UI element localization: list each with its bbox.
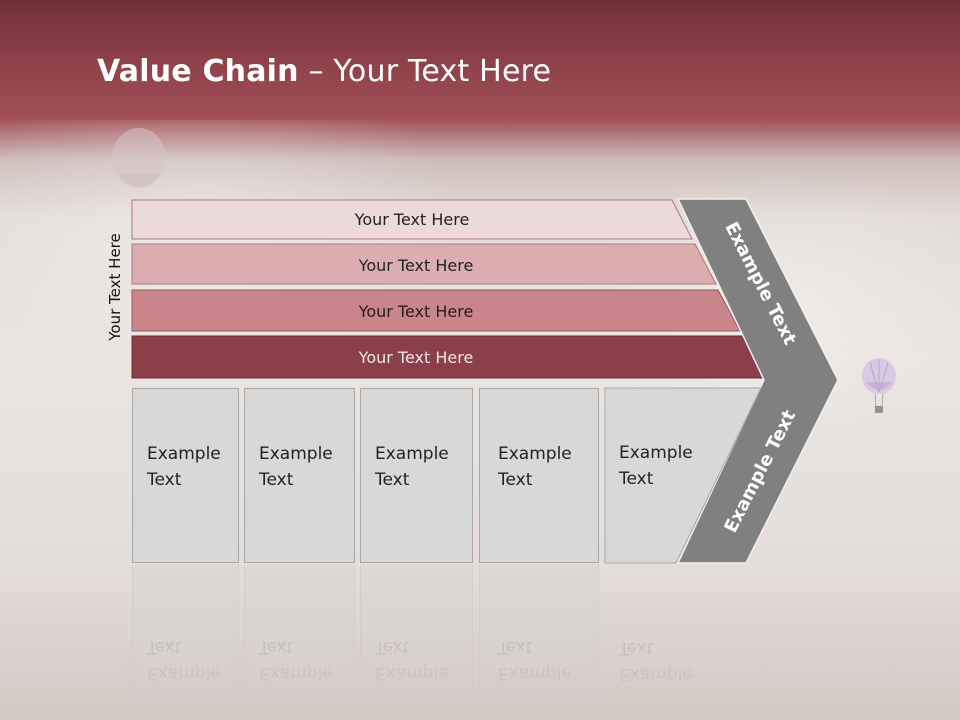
row-2-label: Your Text Here [358,255,474,275]
activity-box-3-line2: Text [375,470,410,490]
activity-box-4[interactable]: Example Text [479,388,599,563]
activity-box-4-line1: Example [498,444,572,464]
row-1[interactable]: Your Text Here [132,200,692,238]
activity-box-2-line1: Example [259,444,333,464]
row-3[interactable]: Your Text Here [132,292,700,330]
row-2[interactable]: Your Text Here [132,246,700,284]
activity-box-5[interactable]: Example Text [605,388,715,563]
background-horizon [0,560,960,720]
row-shape-2 [131,243,717,285]
activity-box-2-line2: Text [259,470,294,490]
activity-box-5-line2: Text [619,469,654,489]
activity-box-4-line2: Text [498,470,533,490]
row-3-label: Your Text Here [358,301,474,321]
hot-air-balloon-icon [862,358,896,413]
row-shape-1 [131,199,693,240]
row-4[interactable]: Your Text Here [132,338,700,376]
box-shape-5 [604,387,762,564]
hot-air-balloon-icon [112,128,166,188]
row-1-label: Your Text Here [354,209,470,229]
value-chevron [676,198,839,564]
page-title: Value Chain – Your Text Here [97,54,552,89]
activity-box-3-line1: Example [375,444,449,464]
activity-box-1-line2: Text [147,470,182,490]
activity-box-5-line1: Example [619,443,693,463]
activity-box-1-line1: Example [147,444,221,464]
activity-box-2[interactable]: Example Text [244,388,355,563]
row-4-label: Your Text Here [358,347,474,367]
activity-box-1[interactable]: Example Text [132,388,239,563]
activity-box-3[interactable]: Example Text [360,388,473,563]
